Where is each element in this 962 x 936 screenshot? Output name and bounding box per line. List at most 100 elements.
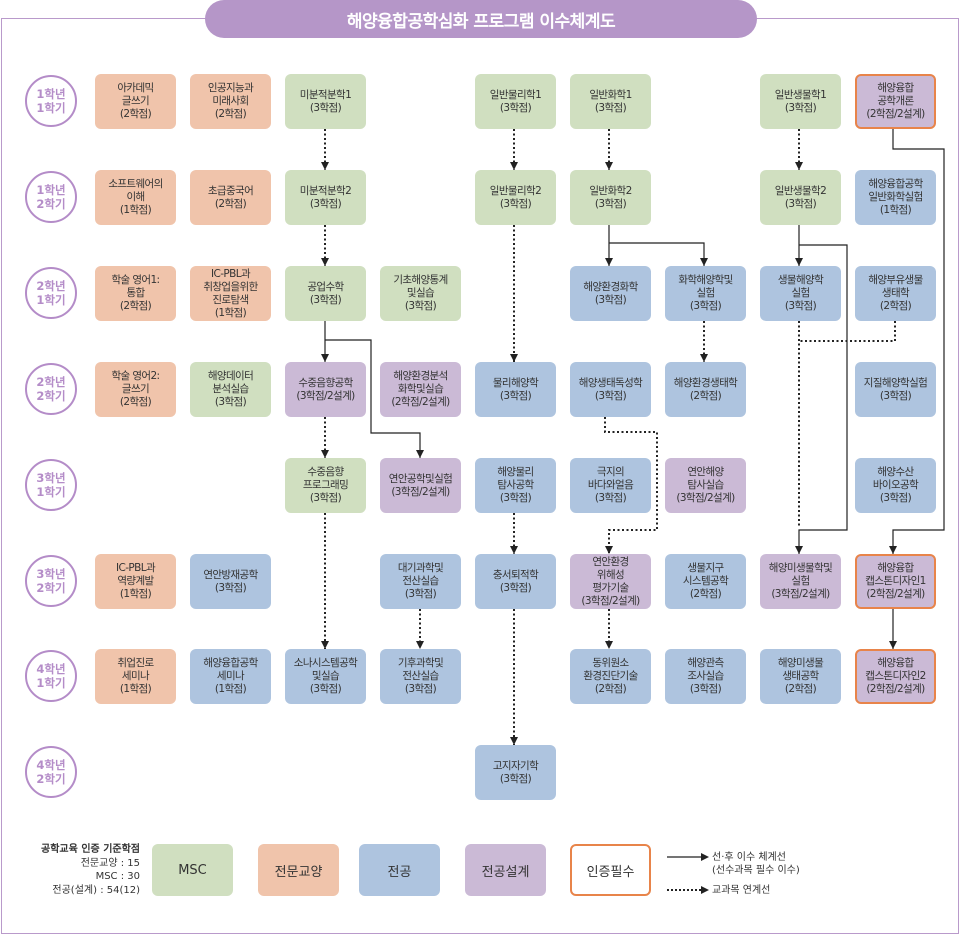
course-credits: (1학점) [879, 204, 912, 216]
course-name: IC-PBL과 취창업을위한 진로탐색 [203, 267, 258, 306]
course-credits: (2학점/2설계) [391, 396, 450, 408]
credit-line: 전문교양 : 15 [80, 857, 140, 869]
course-box: 인공지능과 미래사회(2학점) [190, 74, 271, 129]
semester-label: 2학년 2학기 [25, 363, 77, 415]
course-box: 초급중국어(2학점) [190, 170, 271, 225]
course-name: 학술 영어2: 글쓰기 [111, 370, 161, 395]
arrow-head-icon [510, 354, 518, 362]
course-box: 연안공학및실험(3학점/2설계) [380, 458, 461, 513]
course-credits: (2학점) [214, 197, 247, 210]
arrow-head-icon [605, 258, 613, 266]
course-name: 생물지구 시스템공학 [682, 562, 729, 587]
course-box: 수중음향 프로그래밍(3학점) [285, 458, 366, 513]
course-box: 충서퇴적학(3학점) [475, 554, 556, 609]
arrow-head-icon [321, 162, 329, 170]
course-box: 해양생태독성학(3학점) [570, 362, 651, 417]
course-credits: (2학점) [689, 389, 722, 402]
dotted-link-line [799, 321, 896, 342]
course-credits: (1학점) [214, 306, 247, 319]
course-name: 일반화학2 [589, 184, 632, 197]
course-credits: (3학점) [214, 581, 247, 594]
course-box: 해양융합 공학개론(2학점/2설계) [855, 74, 936, 129]
course-name: 해양환경분석 화학및실습 [393, 370, 448, 395]
legend-major: 전공 [359, 844, 440, 896]
course-box: 소나시스템공학 및실습(3학점) [285, 649, 366, 704]
course-box: 해양물리 탐사공학(3학점) [475, 458, 556, 513]
course-name: 해양융합공학 일반화학실험 [868, 178, 923, 203]
course-credits: (1학점) [119, 588, 152, 600]
course-name: 연안방재공학 [203, 568, 258, 581]
course-name: 수중음향 프로그래밍 [302, 466, 349, 491]
course-name: 연안해양 탐사실습 [687, 466, 724, 491]
course-name: 해양융합 캡스톤디자인2 [865, 657, 926, 682]
page-title: 해양융합공학심화 프로그램 이수체계도 [205, 0, 757, 38]
arrow-head-icon [889, 546, 897, 554]
legend-solid-line-label: 선·후 이수 체계선 (선수과목 필수 이수) [712, 852, 800, 876]
course-credits: (2학점/2설계) [866, 588, 925, 600]
arrow-head-icon [510, 162, 518, 170]
course-box: 해양데이터 분석실습(3학점) [190, 362, 271, 417]
course-box: 해양부유생물 생태학(2학점) [855, 266, 936, 321]
course-credits: (3학점) [594, 293, 627, 306]
course-name: 화학해양학및 실험 [678, 274, 733, 299]
course-name: 연안환경 위해성 평가기술 [592, 555, 629, 594]
course-credits: (1학점) [214, 683, 247, 695]
course-credits: (3학점) [784, 101, 817, 114]
arrow-head-icon [321, 450, 329, 458]
course-credits: (3학점) [689, 300, 722, 312]
legend-required: 인증필수 [570, 844, 651, 896]
course-name: 해양부유생물 생태학 [868, 274, 923, 299]
course-box: 공업수학(3학점) [285, 266, 366, 321]
arrow-head-icon [605, 546, 613, 554]
course-box: 일반물리학1(3학점) [475, 74, 556, 129]
course-box: 해양환경화학(3학점) [570, 266, 651, 321]
course-box: 기후과학및 전산실습(3학점) [380, 649, 461, 704]
course-box: 해양융합공학 일반화학실험(1학점) [855, 170, 936, 225]
course-credits: (3학점/2설계) [676, 492, 735, 504]
course-credits: (3학점) [594, 492, 627, 504]
course-credits: (3학점) [499, 581, 532, 594]
course-credits: (3학점) [214, 396, 247, 408]
prerequisite-line [798, 244, 848, 554]
course-credits: (3학점) [309, 293, 342, 306]
arrow-head-icon [321, 258, 329, 266]
course-box: 학술 영어1: 통합(2학점) [95, 266, 176, 321]
course-name: 해양수산 바이오공학 [872, 466, 919, 491]
arrow-head-icon [889, 641, 897, 649]
arrow-head-icon [605, 641, 613, 649]
course-name: 인공지능과 미래사회 [207, 82, 254, 107]
course-name: 충서퇴적학 [492, 568, 539, 581]
course-box: 해양융합 캡스톤디자인2(2학점/2설계) [855, 649, 936, 704]
legend-major-design: 전공설계 [465, 844, 546, 896]
course-credits: (3학점) [784, 300, 817, 312]
course-box: 생물해양학 실험(3학점) [760, 266, 841, 321]
prerequisite-line [609, 242, 705, 266]
legend-general: 전문교양 [258, 844, 339, 896]
course-credits: (2학점) [594, 683, 627, 695]
course-box: 극지의 바다와얼음(3학점) [570, 458, 651, 513]
course-credits: (3학점) [404, 683, 437, 695]
course-box: 지질해양학실험(3학점) [855, 362, 936, 417]
course-name: 해양데이터 분석실습 [207, 370, 254, 395]
course-name: 미분적분학2 [299, 184, 352, 197]
course-credits: (2학점/2설계) [866, 108, 925, 120]
course-box: 대기과학및 전산실습(3학점) [380, 554, 461, 609]
course-box: 동위원소 환경진단기술(2학점) [570, 649, 651, 704]
arrow-icon [701, 853, 709, 861]
arrow-head-icon [416, 641, 424, 649]
course-box: 일반화학2(3학점) [570, 170, 651, 225]
course-credits: (2학점) [119, 108, 152, 120]
course-credits: (3학점) [309, 101, 342, 114]
credit-line: 전공(설계) : 54(12) [52, 884, 140, 896]
semester-label: 2학년 1학기 [25, 267, 77, 319]
course-name: 일반물리학2 [489, 184, 542, 197]
credit-standard-title: 공학교육 인증 기준학점 [41, 844, 140, 855]
course-name: 취업진로 세미나 [117, 657, 154, 682]
course-box: 일반생물학2(3학점) [760, 170, 841, 225]
semester-label: 1학년 1학기 [25, 75, 77, 127]
semester-label: 4학년 1학기 [25, 650, 77, 702]
course-box: 해양융합공학 세미나(1학점) [190, 649, 271, 704]
course-credits: (3학점/2설계) [771, 588, 830, 600]
course-box: 미분적분학1(3학점) [285, 74, 366, 129]
